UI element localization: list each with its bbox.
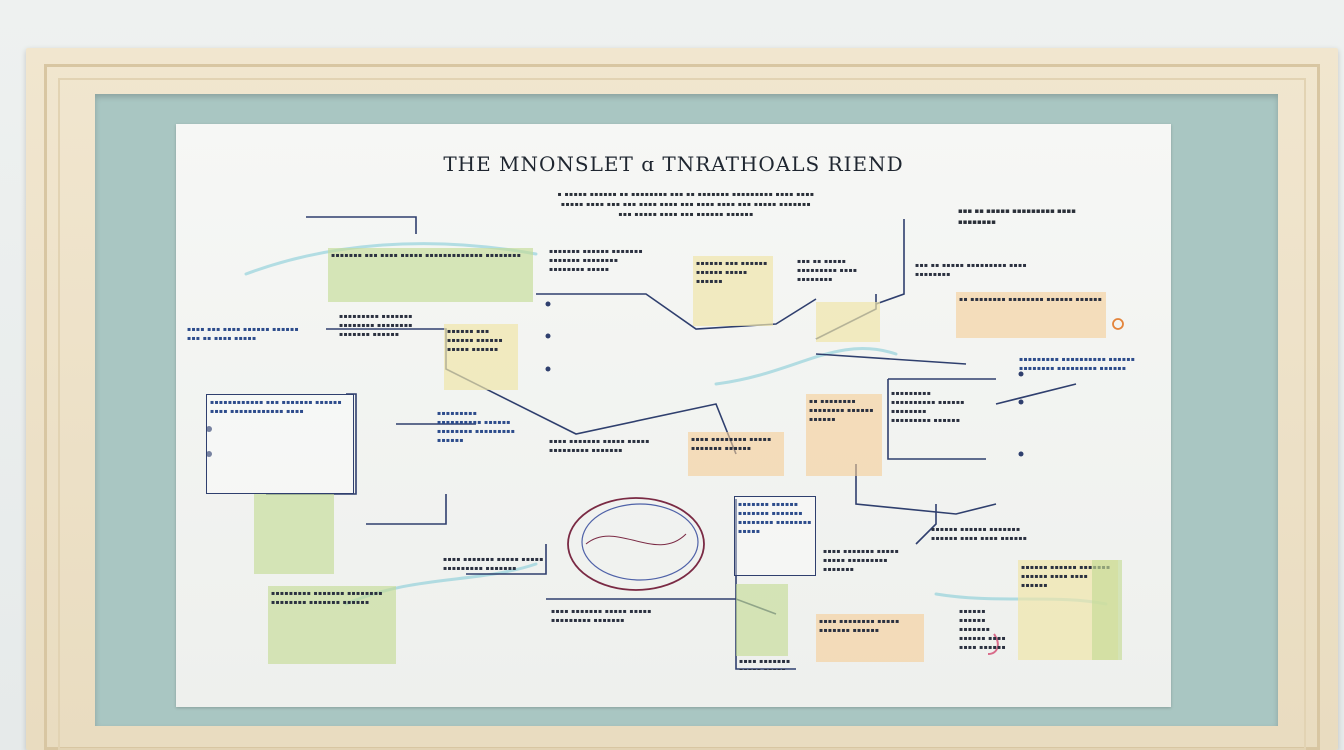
bullet-dot [1018,451,1024,457]
bullet-dot [545,366,551,372]
green-note-top: ▪▪▪▪▪▪▪ ▪▪▪ ▪▪▪▪ ▪▪▪▪▪ ▪▪▪▪▪▪▪▪▪▪▪▪▪ ▪▪▪… [328,248,533,302]
connector-line [306,216,417,234]
framed-diagram-poster: THE MNONSLET ɑ TNRATHOALS RIEND ▪ ▪▪▪▪▪ … [176,124,1171,707]
intro-line: ▪▪▪ ▪▪▪▪▪ ▪▪▪▪ ▪▪▪ ▪▪▪▪▪▪ ▪▪▪▪▪▪ [618,211,754,218]
highlight-stroke [244,242,538,276]
teal-note: ▪▪▪ ▪▪ ▪▪▪▪▪ ▪▪▪▪▪▪▪▪▪ ▪▪▪▪ ▪▪▪▪▪▪▪▪ [797,258,858,283]
orange-circle-marker [1112,318,1124,330]
green-note-bottom: ▪▪▪▪▪▪▪▪▪ ▪▪▪▪▪▪▪ ▪▪▪▪▪▪▪▪ ▪▪▪▪▪▪▪▪ ▪▪▪▪… [268,586,396,664]
left-text-block: ▪▪▪▪▪▪▪▪▪ ▪▪▪▪▪▪▪ ▪▪▪▪▪▪▪▪ ▪▪▪▪▪▪▪▪ ▪▪▪▪… [339,313,413,338]
center-right-text: ▪▪▪▪ ▪▪▪▪▪▪▪ ▪▪▪▪▪ ▪▪▪▪▪ ▪▪▪▪▪▪▪▪▪ ▪▪▪▪▪… [823,548,900,573]
connector-line [466,544,547,575]
connector-line [887,379,986,460]
bullet-dot [1018,399,1024,405]
connector-line [915,504,937,545]
central-blob-diagram [567,497,705,591]
bottom-right-text: ▪▪▪▪▪▪ ▪▪▪▪▪▪ ▪▪▪▪▪▪▪ ▪▪▪▪▪▪ ▪▪▪▪ ▪▪▪▪ ▪… [959,608,1006,651]
pink-hook-mark [987,633,999,655]
left-note-2: ▪▪▪▪▪▪▪▪▪▪▪▪ ▪▪▪ ▪▪▪▪▪▪▪ ▪▪▪▪▪▪ ▪▪▪▪ ▪▪▪… [206,394,354,494]
left-note-1: ▪▪▪▪ ▪▪▪ ▪▪▪▪ ▪▪▪▪▪▪ ▪▪▪▪▪▪ ▪▪▪ ▪▪ ▪▪▪▪ … [187,326,299,342]
bottom-center-label: ▪▪▪▪ ▪▪▪▪▪▪▪ ▪▪▪▪▪ ▪▪▪▪▪ ▪▪▪▪▪▪▪▪▪ ▪▪▪▪▪… [739,658,791,670]
highlight-stroke [714,346,898,386]
right-lower-text: ▪▪▪▪▪▪ ▪▪▪▪▪▪ ▪▪▪▪▪▪▪ ▪▪▪▪▪▪ ▪▪▪▪ ▪▪▪▪ ▪… [931,526,1028,542]
bottom-left-list: ▪▪▪▪ ▪▪▪▪▪▪▪ ▪▪▪▪▪ ▪▪▪▪▪ ▪▪▪▪▪▪▪▪▪ ▪▪▪▪▪… [443,556,544,572]
bullet-dot [1018,371,1024,377]
yellow-note-center-left: ▪▪▪▪▪▪ ▪▪▪ ▪▪▪▪▪▪ ▪▪▪▪▪▪ ▪▪▪▪▪ ▪▪▪▪▪▪ [444,324,518,390]
right-heading-text: ▪▪▪▪▪▪▪▪▪ ▪▪▪▪▪▪▪▪▪▪ ▪▪▪▪▪▪ ▪▪▪▪▪▪▪▪ ▪▪▪… [891,390,965,424]
right-blue-list: ▪▪▪▪▪▪▪▪▪ ▪▪▪▪▪▪▪▪▪▪ ▪▪▪▪▪▪ ▪▪▪▪▪▪▪▪ ▪▪▪… [1019,356,1136,372]
top-right-note: ▪▪▪ ▪▪ ▪▪▪▪▪ ▪▪▪▪▪▪▪▪▪ ▪▪▪▪ ▪▪▪▪▪▪▪▪ [958,207,1077,226]
bullet-dot [206,426,212,432]
yellow-note-center: ▪▪▪▪▪▪ ▪▪▪ ▪▪▪▪▪▪ ▪▪▪▪▪▪ ▪▪▪▪▪ ▪▪▪▪▪▪ [693,256,773,326]
bullet-dot [545,333,551,339]
connector-line [815,353,967,365]
connector-line [326,328,737,455]
connector-line [366,494,447,525]
poster-intro: ▪ ▪▪▪▪▪ ▪▪▪▪▪▪ ▪▪ ▪▪▪▪▪▪▪▪ ▪▪▪ ▪▪ ▪▪▪▪▪▪… [476,190,896,220]
green-note-left [254,494,334,574]
green-strip-right [1092,560,1122,660]
connector-line [995,383,1077,405]
center-left-text: ▪▪▪▪▪▪▪ ▪▪▪▪▪▪ ▪▪▪▪▪▪▪ ▪▪▪▪▪▪▪ ▪▪▪▪▪▪▪▪ … [549,248,643,273]
bullet-dot [545,301,551,307]
orange-note-top-right: ▪▪ ▪▪▪▪▪▪▪▪ ▪▪▪▪▪▪▪▪ ▪▪▪▪▪▪ ▪▪▪▪▪▪ [956,292,1106,338]
bullet-dot [206,451,212,457]
intro-line: ▪▪▪▪▪ ▪▪▪▪ ▪▪▪ ▪▪▪ ▪▪▪▪ ▪▪▪▪ ▪▪▪ ▪▪▪▪ ▪▪… [560,201,812,208]
right-upper-text: ▪▪▪ ▪▪ ▪▪▪▪▪ ▪▪▪▪▪▪▪▪▪ ▪▪▪▪ ▪▪▪▪▪▪▪▪ [915,262,1027,278]
connector-line [855,464,997,515]
connector-line [735,499,796,670]
connector-line [536,293,817,330]
bottom-center-text: ▪▪▪▪ ▪▪▪▪▪▪▪ ▪▪▪▪▪ ▪▪▪▪▪ ▪▪▪▪▪▪▪▪▪ ▪▪▪▪▪… [551,608,652,624]
orange-note-bottom: ▪▪▪▪ ▪▪▪▪▪▪▪▪ ▪▪▪▪▪ ▪▪▪▪▪▪▪ ▪▪▪▪▪▪ [816,614,924,662]
green-note-bottom-center [736,584,788,656]
orange-note-center: ▪▪▪▪ ▪▪▪▪▪▪▪▪ ▪▪▪▪▪ ▪▪▪▪▪▪▪ ▪▪▪▪▪▪ [688,432,784,476]
frame-bevel-inner [58,78,1306,750]
intro-line: ▪ ▪▪▪▪▪ ▪▪▪▪▪▪ ▪▪ ▪▪▪▪▪▪▪▪ ▪▪▪ ▪▪ ▪▪▪▪▪▪… [557,191,815,198]
connector-line [875,219,905,305]
orange-note-right: ▪▪ ▪▪▪▪▪▪▪▪ ▪▪▪▪▪▪▪▪ ▪▪▪▪▪▪ ▪▪▪▪▪▪ [806,394,882,476]
center-blue-list: ▪▪▪▪▪▪▪▪▪ ▪▪▪▪▪▪▪▪▪▪ ▪▪▪▪▪▪ ▪▪▪▪▪▪▪▪ ▪▪▪… [437,410,516,444]
center-outlined-box: ▪▪▪▪▪▪▪ ▪▪▪▪▪▪ ▪▪▪▪▪▪▪ ▪▪▪▪▪▪▪ ▪▪▪▪▪▪▪▪ … [734,496,816,576]
center-mid-text: ▪▪▪▪ ▪▪▪▪▪▪▪ ▪▪▪▪▪ ▪▪▪▪▪ ▪▪▪▪▪▪▪▪▪ ▪▪▪▪▪… [549,438,650,454]
poster-title: THE MNONSLET ɑ TNRATHOALS RIEND [443,152,904,176]
yellow-note-right [816,302,880,342]
